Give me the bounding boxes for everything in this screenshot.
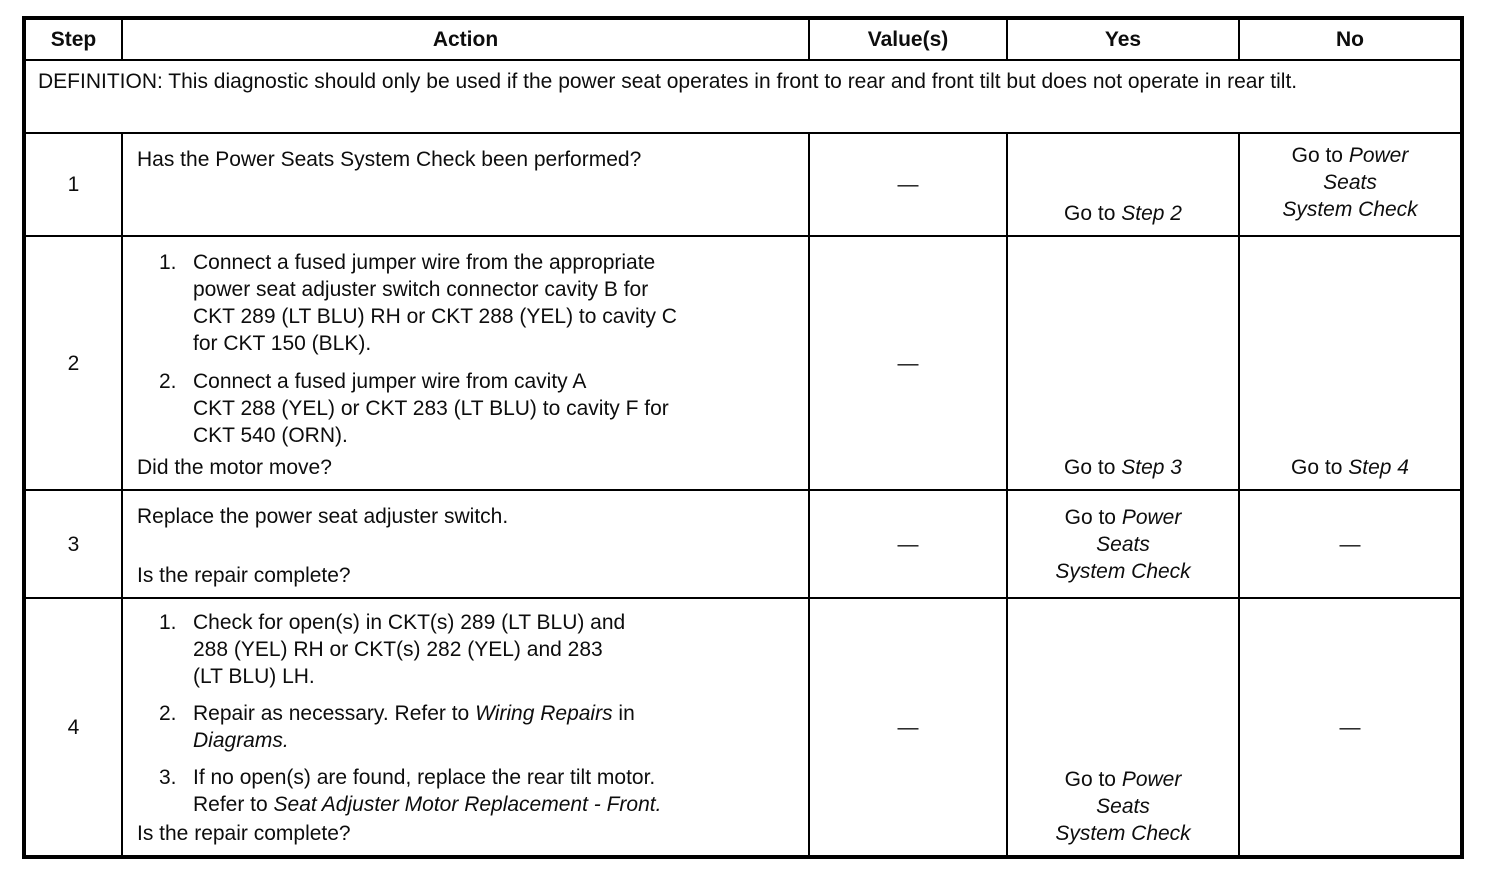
- table-row: 1 Has the Power Seats System Check been …: [23, 132, 1463, 237]
- action-question: Did the motor move?: [137, 456, 332, 479]
- action-text: Replace the power seat adjuster switch.: [137, 503, 798, 530]
- action-content: Replace the power seat adjuster switch. …: [124, 492, 807, 596]
- definition-cell: DEFINITION: This diagnostic should only …: [23, 59, 1463, 134]
- step-cell: 1: [23, 132, 123, 237]
- action-list-item: 2. Repair as necessary. Refer to Wiring R…: [137, 700, 798, 754]
- list-item-text: Has the Power Seats System Check been pe…: [137, 148, 642, 171]
- action-text: Has the Power Seats System Check been pe…: [137, 146, 798, 173]
- list-item-number: 3.: [159, 766, 177, 789]
- yes-cell: Go to Step 3: [1006, 235, 1240, 491]
- action-list-item: 1. Check for open(s) in CKT(s) 289 (LT BL…: [137, 609, 798, 690]
- action-cell: 1. Check for open(s) in CKT(s) 289 (LT BL…: [121, 597, 810, 858]
- action-list-item: 1. Connect a fused jumper wire from the a…: [137, 249, 798, 357]
- action-list-item: 3. If no open(s) are found, replace the r…: [137, 764, 798, 818]
- no-cell: —: [1238, 597, 1463, 858]
- table-row: 2 1. Connect a fused jumper wire from the…: [23, 235, 1463, 491]
- value-cell: —: [808, 132, 1008, 237]
- diagnostic-table: Step Action Value(s) Yes No DEFINITION: …: [22, 16, 1464, 859]
- value-cell: —: [808, 235, 1008, 491]
- action-blocks: 1. Connect a fused jumper wire from the a…: [137, 249, 798, 449]
- value-cell: —: [808, 489, 1008, 599]
- action-question: Is the repair complete?: [137, 564, 351, 587]
- list-item-number: 1.: [159, 611, 177, 634]
- list-item-number: 2.: [159, 702, 177, 725]
- step-cell: 2: [23, 235, 123, 491]
- col-header-action: Action: [121, 17, 810, 61]
- step-cell: 3: [23, 489, 123, 599]
- action-blocks: 1. Check for open(s) in CKT(s) 289 (LT BL…: [137, 609, 798, 818]
- action-cell: Replace the power seat adjuster switch. …: [121, 489, 810, 599]
- action-blocks: Has the Power Seats System Check been pe…: [137, 146, 798, 173]
- action-content: 1. Check for open(s) in CKT(s) 289 (LT BL…: [124, 600, 807, 855]
- list-item-text: Connect a fused jumper wire from the app…: [193, 251, 677, 355]
- list-item-text: Connect a fused jumper wire from cavity …: [193, 370, 669, 447]
- action-blocks: Replace the power seat adjuster switch.: [137, 503, 798, 530]
- action-list-item: 2. Connect a fused jumper wire from cavit…: [137, 368, 798, 449]
- list-item-number: 2.: [159, 370, 177, 393]
- action-cell: 1. Connect a fused jumper wire from the a…: [121, 235, 810, 491]
- col-header-values: Value(s): [808, 17, 1008, 61]
- step-cell: 4: [23, 597, 123, 858]
- list-item-number: 1.: [159, 251, 177, 274]
- action-cell: Has the Power Seats System Check been pe…: [121, 132, 810, 237]
- yes-cell: Go to Step 2: [1006, 132, 1240, 237]
- table-row: 4 1. Check for open(s) in CKT(s) 289 (LT …: [23, 597, 1463, 858]
- list-item-text: Repair as necessary. Refer to Wiring Rep…: [193, 702, 635, 752]
- action-question: Is the repair complete?: [137, 822, 351, 845]
- col-header-yes: Yes: [1006, 17, 1240, 61]
- list-item-text: Replace the power seat adjuster switch.: [137, 505, 509, 528]
- value-cell: —: [808, 597, 1008, 858]
- col-header-no: No: [1238, 17, 1463, 61]
- action-content: Has the Power Seats System Check been pe…: [124, 135, 807, 234]
- col-header-step: Step: [23, 17, 123, 61]
- action-content: 1. Connect a fused jumper wire from the a…: [124, 238, 807, 488]
- no-cell: —: [1238, 489, 1463, 599]
- header-row: Step Action Value(s) Yes No: [23, 17, 1463, 61]
- list-item-text: Check for open(s) in CKT(s) 289 (LT BLU)…: [193, 611, 626, 688]
- table-row: 3 Replace the power seat adjuster switch…: [23, 489, 1463, 599]
- list-item-text: If no open(s) are found, replace the rea…: [193, 766, 662, 816]
- no-cell: Go to Step 4: [1238, 235, 1463, 491]
- definition-row: DEFINITION: This diagnostic should only …: [23, 59, 1463, 134]
